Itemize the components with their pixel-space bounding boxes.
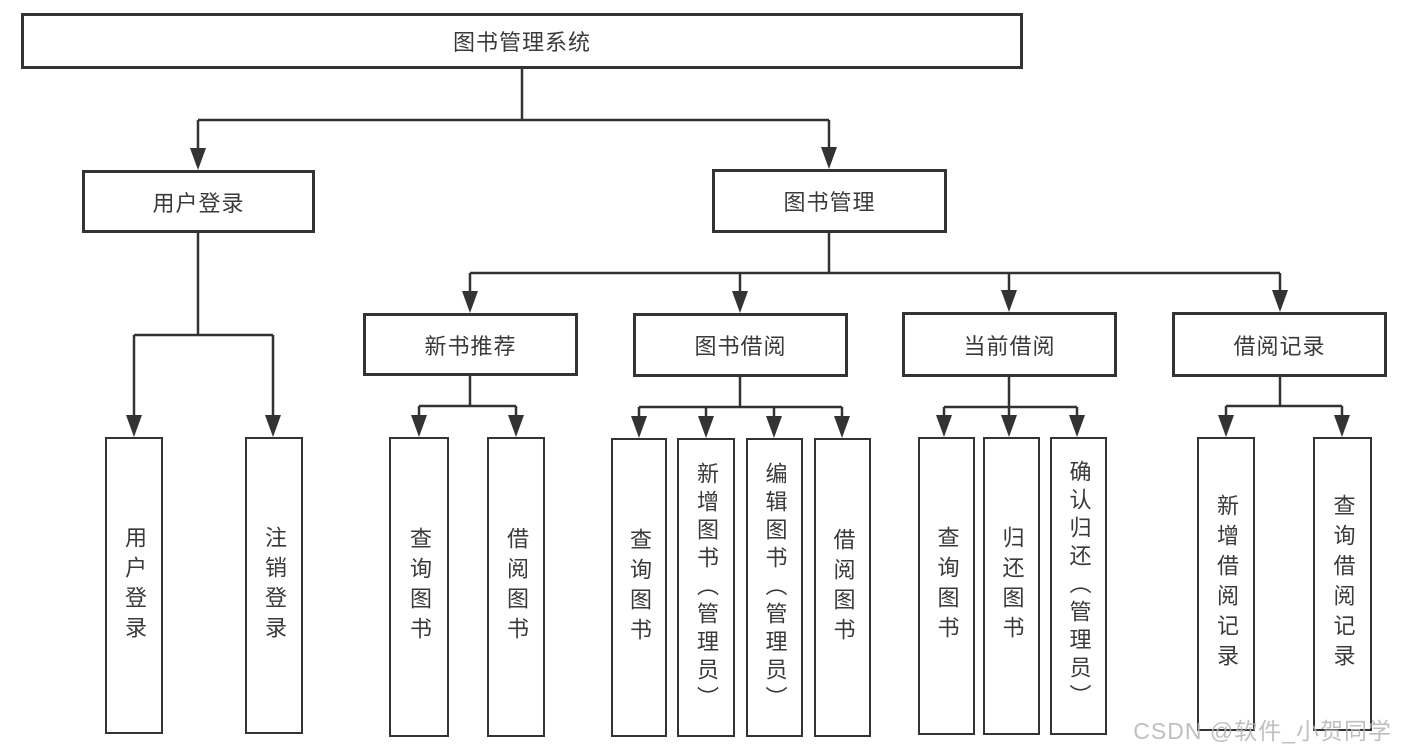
leaf-return-books: 归还图书: [983, 437, 1040, 735]
leaf-edit-book-admin: 编辑图书（管理员）: [746, 438, 803, 737]
node-new-book-recommend: 新书推荐: [363, 313, 578, 376]
leaf-query-books-borrowing: 查询图书: [611, 438, 667, 737]
leaf-add-borrow-record: 新增借阅记录: [1197, 437, 1255, 731]
leaf-query-borrow-record: 查询借阅记录: [1313, 437, 1372, 731]
leaf-user-login: 用户登录: [105, 437, 163, 734]
node-library-system-label: 图书管理系统: [452, 30, 591, 55]
leaf-query-books-recommend: 查询图书: [389, 437, 449, 737]
leaf-add-book-admin: 新增图书（管理员）: [677, 438, 735, 737]
leaf-confirm-return-admin: 确认归还（管理员）: [1050, 437, 1107, 735]
node-current-borrowing-label: 当前借阅: [963, 333, 1056, 359]
node-book-management-label: 图书管理: [783, 190, 876, 215]
node-borrowing-records-label: 借阅记录: [1233, 333, 1326, 359]
node-current-borrowing: 当前借阅: [902, 312, 1117, 377]
node-user-login: 用户登录: [82, 170, 315, 233]
leaf-borrow-books-recommend: 借阅图书: [487, 437, 545, 737]
node-library-system: 图书管理系统: [21, 13, 1023, 69]
leaf-borrow-books-borrowing: 借阅图书: [814, 438, 871, 737]
node-book-management: 图书管理: [712, 169, 947, 233]
node-borrowing-records: 借阅记录: [1172, 312, 1387, 377]
node-book-borrowing-label: 图书借阅: [694, 334, 787, 359]
csdn-watermark: CSDN @软件_小贺同学: [1133, 718, 1392, 744]
node-user-login-label: 用户登录: [152, 190, 245, 216]
node-new-book-recommend-label: 新书推荐: [424, 333, 517, 359]
leaf-logout: 注销登录: [245, 437, 303, 734]
leaf-query-books-current: 查询图书: [918, 437, 975, 735]
node-book-borrowing: 图书借阅: [633, 313, 848, 377]
